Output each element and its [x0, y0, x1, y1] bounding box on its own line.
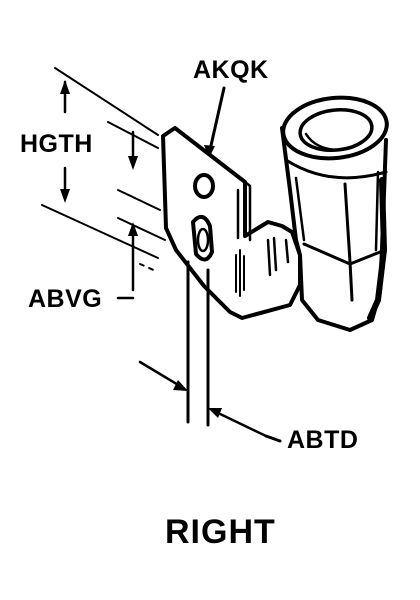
akqk-leader: [204, 86, 226, 158]
akqk-arrow-bottom: [128, 156, 138, 170]
abvg-ext-2: [139, 263, 159, 273]
hgth-dimension: [41, 67, 159, 259]
barrel-bore-shading: [304, 132, 370, 152]
barrel-hex-bottom: [302, 242, 382, 266]
label-abvg: ABVG: [28, 285, 103, 313]
hgth-extension-top: [54, 67, 159, 136]
label-abtd: ABTD: [287, 426, 359, 454]
hgth-arrow-top: [60, 80, 70, 94]
barrel-facet-1: [294, 176, 306, 242]
abtd-tail: [264, 434, 282, 443]
plate-hole-lower-inner: [196, 227, 210, 253]
akqk-ext-mid: [117, 189, 161, 211]
barrel-facet-2: [343, 182, 354, 302]
barrel-facet-3: [374, 170, 380, 252]
diagram-caption: RIGHT: [165, 513, 276, 551]
plate-shading: [235, 249, 245, 297]
plate-edge: [173, 126, 252, 242]
label-akqk: AKQK: [193, 56, 269, 84]
barrel-shadow-right: [367, 177, 387, 321]
hgth-extension-bottom: [41, 204, 159, 259]
abtd-dimension: [138, 260, 282, 443]
barrel-collar: [284, 158, 388, 180]
plate-outline: [161, 126, 302, 320]
plate-hole-upper: [193, 173, 215, 199]
akqk-arrow-top: [128, 222, 138, 236]
barrel: [280, 95, 389, 332]
abtd-leader-right: [214, 410, 268, 438]
akqk-dimension: [107, 121, 166, 300]
hgth-arrow-bottom: [60, 189, 70, 203]
abtd-arrow-right: [208, 408, 222, 418]
plate-ribs: [266, 236, 290, 277]
label-hgth: HGTH: [20, 130, 93, 158]
abtd-arrow-left: [173, 380, 188, 391]
abvg-ext: [117, 217, 166, 241]
abtd-leader-left: [138, 360, 182, 388]
